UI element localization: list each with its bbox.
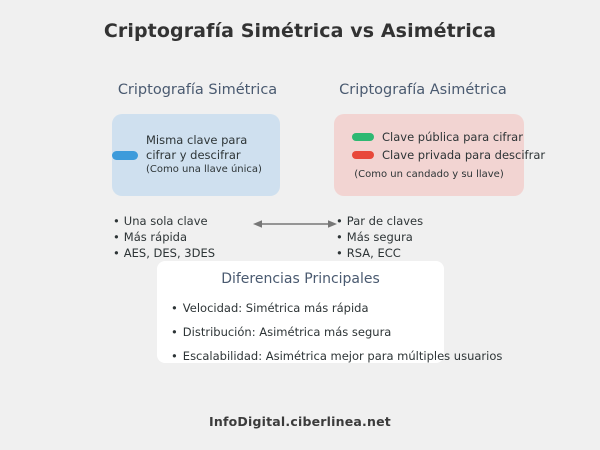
footer-attribution: InfoDigital.ciberlinea.net — [209, 414, 391, 429]
asymmetric-private-key-row: Clave privada para descifrar — [334, 147, 545, 163]
bullet-glyph: • — [336, 246, 343, 260]
symmetric-box-note: (Como una llave única) — [146, 164, 262, 175]
list-item-label: Una sola clave — [123, 214, 208, 228]
bullet-glyph: • — [113, 246, 120, 260]
list-item-label: Distribución: Asimétrica más segura — [182, 325, 392, 339]
bullet-glyph: • — [171, 349, 178, 363]
list-item: • Distribución: Asimétrica más segura — [171, 320, 502, 344]
symmetric-box-text-line: Misma clave para cifrar y descifrar — [146, 133, 248, 162]
list-item: •Más segura — [336, 229, 423, 245]
asymmetric-box-note: (Como un candado y su llave) — [354, 168, 504, 180]
bullet-glyph: • — [113, 230, 120, 244]
differences-card: Diferencias Principales • Velocidad: Simé… — [157, 261, 502, 363]
bullet-glyph: • — [336, 230, 343, 244]
list-item-label: RSA, ECC — [346, 246, 401, 260]
symmetric-column-heading: Criptografía Simétrica — [117, 82, 278, 98]
key-pill-red-icon — [352, 150, 374, 159]
differences-list: • Velocidad: Simétrica más rápida • Distri… — [171, 296, 502, 368]
asymmetric-column-heading: Criptografía Asimétrica — [339, 82, 507, 98]
list-item-label: Más segura — [346, 230, 413, 244]
asymmetric-bullet-list: •Par de claves •Más segura •RSA, ECC — [336, 213, 423, 261]
bullet-glyph: • — [113, 214, 120, 228]
symmetric-box-text: Misma clave para cifrar y descifrar — [146, 133, 280, 163]
symmetric-box-content: Misma clave para cifrar y descifrar (Com… — [112, 114, 280, 196]
list-item: • Velocidad: Simétrica más rápida — [171, 296, 502, 320]
differences-card-title: Diferencias Principales — [221, 271, 380, 287]
list-item-label: Par de claves — [346, 214, 424, 228]
bullet-glyph: • — [171, 325, 178, 339]
asymmetric-public-key-row: Clave pública para cifrar — [334, 129, 524, 145]
symmetric-bullet-list: •Una sola clave •Más rápida •AES, DES, 3… — [113, 213, 215, 261]
page-title: Criptografía Simétrica vs Asimétrica — [103, 20, 497, 42]
bullet-glyph: • — [336, 214, 343, 228]
list-item-label: Más rápida — [123, 230, 188, 244]
asymmetric-concept-box: Clave pública para cifrar Clave privada … — [334, 114, 545, 196]
list-item: •Una sola clave — [113, 213, 215, 229]
key-pill-green-icon — [352, 132, 374, 141]
list-item: • Escalabilidad: Asimétrica mejor para mú… — [171, 344, 502, 368]
asymmetric-private-key-label: Clave privada para descifrar — [382, 147, 546, 162]
symmetric-concept-box: Misma clave para cifrar y descifrar (Com… — [112, 114, 280, 196]
bullet-glyph: • — [171, 301, 178, 315]
list-item: •AES, DES, 3DES — [113, 245, 215, 261]
key-pill-blue-icon — [112, 150, 138, 160]
list-item-label: Velocidad: Simétrica más rápida — [182, 301, 369, 315]
asymmetric-public-key-label: Clave pública para cifrar — [382, 129, 523, 144]
list-item-label: AES, DES, 3DES — [123, 246, 216, 260]
list-item: •Par de claves — [336, 213, 423, 229]
list-item: •RSA, ECC — [336, 245, 423, 261]
asymmetric-box-content: Clave pública para cifrar Clave privada … — [334, 114, 545, 196]
list-item-label: Escalabilidad: Asimétrica mejor para múl… — [182, 349, 503, 363]
list-item: •Más rápida — [113, 229, 215, 245]
symmetric-box-text-group: Misma clave para cifrar y descifrar (Com… — [146, 133, 280, 177]
double-arrow-icon — [253, 216, 337, 230]
